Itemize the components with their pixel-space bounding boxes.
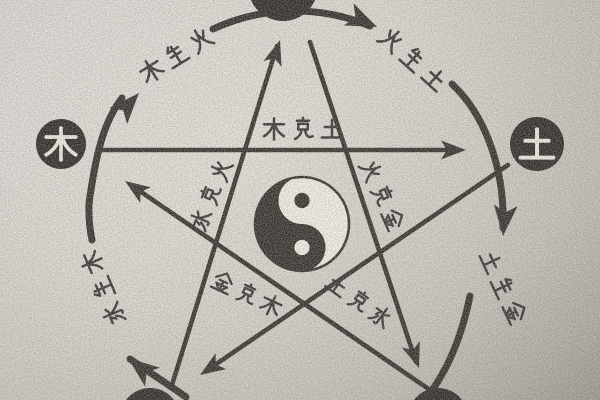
glyph-克 bbox=[346, 287, 374, 315]
glyph-克 bbox=[293, 116, 314, 141]
glyph-木 bbox=[135, 54, 167, 87]
glyph-克 bbox=[369, 182, 397, 209]
label-overcome-wood-earth bbox=[262, 116, 344, 141]
glyph-火 bbox=[375, 24, 407, 56]
label-overcome-earth-water bbox=[324, 271, 396, 331]
glyph-生 bbox=[160, 39, 191, 70]
glyph-水 bbox=[99, 300, 127, 328]
generating-arc-wood-to-fire bbox=[85, 94, 126, 244]
glyph-水 bbox=[367, 302, 396, 331]
glyph-木 bbox=[262, 117, 286, 141]
yin-yang-black-dot bbox=[294, 192, 310, 209]
glyph-金 bbox=[209, 268, 237, 296]
label-overcome-water-fire bbox=[187, 157, 235, 233]
glyph-木 bbox=[257, 291, 285, 320]
glyph-生 bbox=[398, 43, 429, 74]
glyph-火 bbox=[207, 157, 235, 184]
generating-arc-metal-to-water bbox=[427, 292, 474, 396]
overcome-arrowhead-water-fire bbox=[263, 37, 290, 67]
label-generate-fire-earth bbox=[375, 24, 450, 93]
glyph-金 bbox=[501, 297, 530, 326]
label-generate-wood-fire bbox=[135, 24, 216, 87]
glyph-克 bbox=[197, 181, 225, 207]
element-node-metal bbox=[414, 388, 462, 400]
element-node-wood bbox=[36, 119, 86, 169]
label-overcome-metal-wood bbox=[209, 268, 285, 320]
overcome-arrowhead-metal-wood bbox=[119, 173, 151, 203]
glyph-土 bbox=[478, 247, 505, 276]
yin-yang-white-dot bbox=[294, 239, 310, 256]
node-circle bbox=[414, 388, 462, 400]
generating-arrowhead-after-water bbox=[120, 348, 160, 387]
label-generate-earth-metal bbox=[478, 247, 530, 326]
yin-yang-symbol bbox=[253, 175, 351, 273]
glyph-火 bbox=[357, 157, 385, 184]
glyph-木 bbox=[77, 248, 107, 277]
element-node-earth bbox=[510, 117, 564, 171]
label-generate-water-wood bbox=[77, 248, 127, 328]
label-overcome-fire-metal bbox=[357, 157, 407, 233]
overcome-arrowhead-fire-metal bbox=[401, 341, 428, 372]
glyph-克 bbox=[235, 280, 261, 308]
glyph-生 bbox=[88, 274, 117, 302]
glyph-土 bbox=[419, 63, 450, 93]
glyph-生 bbox=[489, 273, 518, 301]
glyph-金 bbox=[380, 205, 407, 233]
